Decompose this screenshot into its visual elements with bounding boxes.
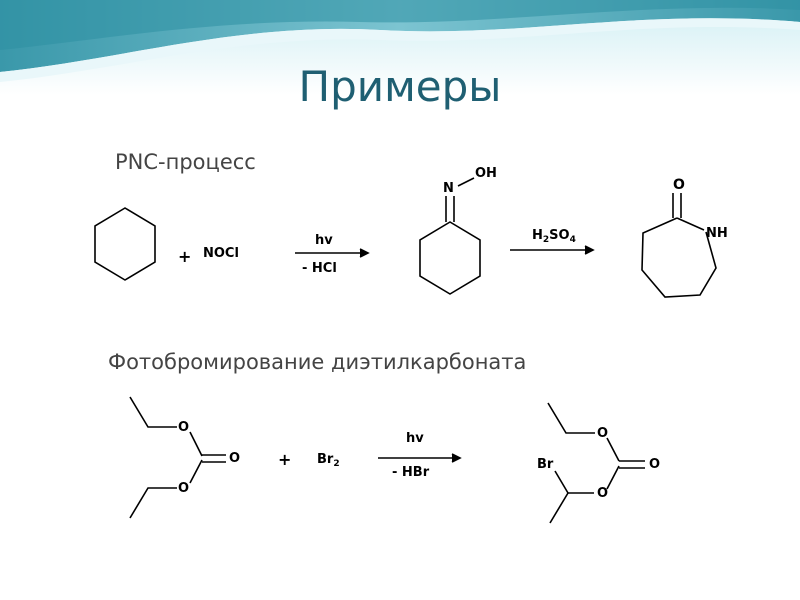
product-top-ethyl	[547, 402, 595, 434]
oxime-nitrogen: N	[443, 181, 454, 196]
reaction-arrow-3-head	[451, 453, 462, 463]
lactam-oxygen: O	[673, 177, 685, 193]
product-o-c-bottom	[606, 465, 620, 490]
section-heading-pnc: PNC-процесс	[115, 150, 256, 174]
carbonate-o-carbonyl: O	[229, 451, 241, 466]
product-ch-br	[554, 470, 569, 494]
reaction-arrow-1-head	[359, 248, 370, 258]
product-bromine: Br	[537, 457, 554, 472]
oxime-ring	[419, 221, 481, 295]
section-heading-bromination: Фотобромирование диэтилкарбоната	[108, 350, 527, 374]
slide-title: Примеры	[298, 62, 502, 111]
cyclohexane-ring	[94, 207, 156, 281]
carbonate-o-c-bottom	[189, 459, 203, 484]
lactam-nh: NH	[706, 226, 728, 241]
lactam-c-n-bond	[676, 217, 705, 231]
oxime-hydroxyl: OH	[475, 166, 497, 181]
reagent-br2: Br2	[317, 452, 340, 469]
lactam-ring	[641, 217, 717, 298]
product-o-top: O	[597, 426, 609, 441]
product-o-bottom: O	[597, 486, 609, 501]
condition-minus-hcl: - HCl	[302, 261, 337, 276]
carbonate-top-ethyl	[129, 396, 177, 428]
carbonate-o-bottom: O	[178, 481, 190, 496]
plus-sign-1: +	[178, 247, 192, 266]
product-o-carbonyl: O	[649, 457, 661, 472]
reaction-arrow-2-head	[584, 245, 595, 255]
product-ch-methyl	[549, 492, 569, 524]
reagent-sulfuric-acid: H2SO4	[532, 228, 576, 245]
oxime-n-o-bond	[457, 177, 475, 187]
plus-sign-2: +	[278, 450, 292, 469]
carbonate-o-c-top	[189, 431, 203, 457]
condition-hv-1: hv	[315, 233, 333, 248]
header-wave-decoration	[0, 0, 800, 95]
product-o-c-top	[606, 437, 620, 462]
condition-minus-hbr: - HBr	[392, 465, 430, 480]
carbonate-bottom-ethyl	[129, 487, 177, 519]
condition-hv-2: hv	[406, 431, 424, 446]
carbonate-o-top: O	[178, 420, 190, 435]
reagent-nocl: NOCl	[203, 246, 239, 261]
